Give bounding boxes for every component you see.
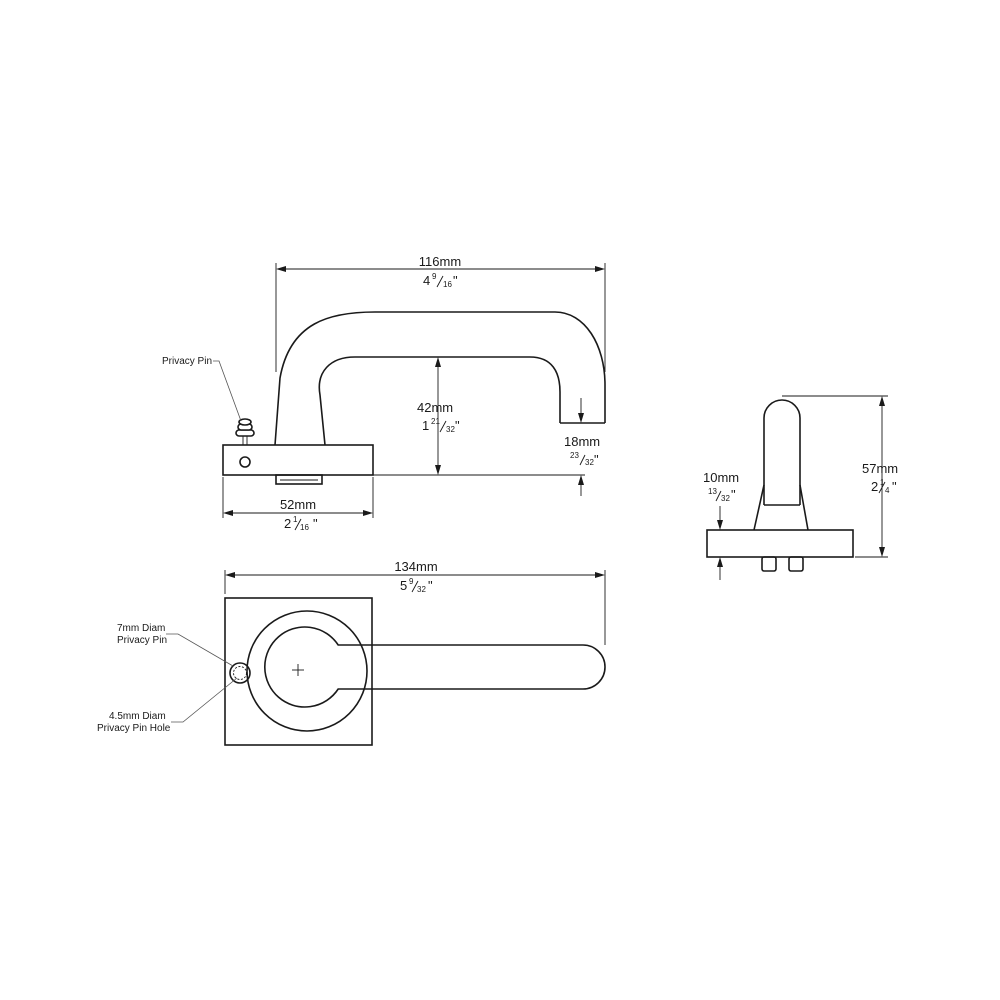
- dim-18-mark: ": [594, 452, 599, 467]
- dim-lever-length-134: 134mm 5 9 32 ": [224, 559, 606, 645]
- side-view: 116mm 4 9 16 " 42mm 1 21 32 " 18mm 23: [162, 254, 606, 532]
- dim-42-whole: 1: [422, 418, 429, 433]
- end-spindle-left: [761, 556, 777, 572]
- dim-10-num: 13: [708, 487, 717, 496]
- privacy-pin-leader: [213, 360, 242, 422]
- privacy-pin-top: [229, 662, 251, 684]
- dim-18-num: 23: [570, 451, 579, 460]
- dim-rose-width-52: 52mm 2 1 16 ": [222, 477, 374, 532]
- lever-top-outline: [264, 626, 606, 708]
- dim-57-whole: 2: [871, 479, 878, 494]
- spindle-center-mark: [292, 664, 304, 676]
- dim-134-mm: 134mm: [394, 559, 437, 574]
- dim-42-den: 32: [446, 425, 455, 434]
- dim-116-num: 9: [432, 272, 437, 281]
- dim-10-mm: 10mm: [703, 470, 739, 485]
- dim-18-den: 32: [585, 458, 594, 467]
- dim-thickness-18: 18mm 23 32 ": [564, 398, 600, 496]
- privacy-pin-side: [235, 418, 255, 445]
- dim-57-mm: 57mm: [862, 461, 898, 476]
- dim-projection-116: 116mm 4 9 16 ": [275, 254, 606, 372]
- dim-overall-height-57: 57mm 2 1 4 ": [782, 395, 898, 558]
- dim-134-den: 32: [417, 585, 426, 594]
- dim-rose-thickness-10: 10mm 13 32 ": [703, 470, 739, 580]
- dim-52-mark: ": [313, 516, 318, 531]
- dim-134-whole: 5: [400, 578, 407, 593]
- dim-116-whole: 4: [423, 273, 430, 288]
- privacy-pin-hole-side: [239, 456, 251, 468]
- pin-diam-label-line2: Privacy Pin: [117, 635, 167, 646]
- dim-52-mm: 52mm: [280, 497, 316, 512]
- dim-height-42: 42mm 1 21 32 ": [417, 357, 460, 475]
- privacy-pin-label: Privacy Pin: [162, 356, 212, 367]
- dim-134-mark: ": [428, 578, 433, 593]
- dim-18-mm: 18mm: [564, 434, 600, 449]
- dim-116-mm: 116mm: [419, 254, 461, 269]
- dim-116-mark: ": [453, 273, 458, 288]
- lever-inner-outline: [318, 356, 561, 446]
- spindle-block: [275, 474, 323, 485]
- privacy-pin-hole-top: [233, 666, 247, 680]
- pin-diam-leader: [166, 633, 234, 667]
- side-rose: [222, 444, 374, 476]
- hole-diam-leader: [171, 677, 238, 723]
- end-lever-outline: [763, 399, 801, 505]
- dim-42-mark: ": [455, 418, 460, 433]
- end-view: 57mm 2 1 4 " 10mm 13 32 ": [703, 395, 898, 580]
- dim-52-den: 16: [300, 523, 309, 532]
- dim-52-num: 1: [293, 515, 298, 524]
- round-rose-outer: [246, 610, 368, 732]
- pin-diam-label-line1: 7mm Diam: [117, 623, 165, 634]
- end-neck-outline: [753, 484, 809, 531]
- dim-10-mark: ": [731, 487, 736, 502]
- dim-42-mm: 42mm: [417, 400, 453, 415]
- end-rose: [706, 529, 854, 558]
- dim-52-whole: 2: [284, 516, 291, 531]
- dim-42-num: 21: [431, 417, 440, 426]
- dim-57-num: 1: [880, 478, 885, 487]
- top-view: 134mm 5 9 32 " 7mm Diam Privacy Pin 4.5m…: [97, 559, 606, 746]
- hole-diam-label-line1: 4.5mm Diam: [109, 711, 166, 722]
- dim-57-den: 4: [885, 486, 890, 495]
- lever-outer-outline: [274, 311, 606, 446]
- end-spindle-right: [788, 556, 804, 572]
- hole-diam-label-line2: Privacy Pin Hole: [97, 723, 171, 734]
- dim-10-den: 32: [721, 494, 730, 503]
- dim-134-num: 9: [409, 577, 414, 586]
- dim-116-den: 16: [443, 280, 452, 289]
- square-rose: [224, 597, 373, 746]
- dim-57-mark: ": [892, 479, 897, 494]
